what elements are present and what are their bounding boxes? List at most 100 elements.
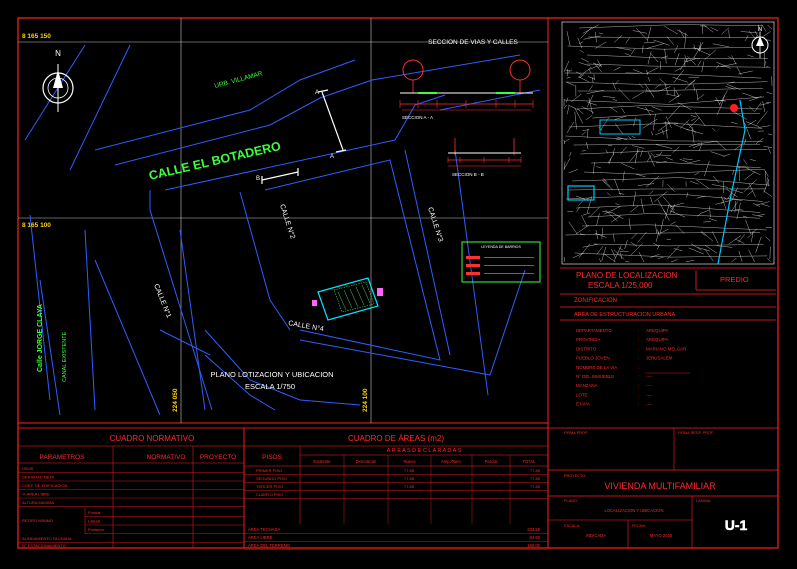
predio-marker-icon bbox=[730, 104, 738, 112]
normativo-row-label: DENSIDAD NETA bbox=[22, 475, 54, 480]
plano-label: PLANO: bbox=[564, 499, 578, 503]
zoning-block: ZONIFICACION AREA DE ESTRUCTURACION URBA… bbox=[560, 293, 776, 407]
areas-summary-value: 84.60 bbox=[530, 535, 541, 540]
zoning-row-label: NOMBRE DE LA VIA bbox=[576, 365, 617, 370]
zoning-row-sep: : bbox=[638, 328, 639, 333]
normativo-col-proj: PROYECTO bbox=[200, 454, 236, 461]
areas-col-header: TOTAL bbox=[522, 459, 536, 464]
lamina-label: LAMINA: bbox=[696, 499, 711, 503]
zoning-row-label: DISTRITO bbox=[576, 346, 597, 351]
areas-row-total: 77.85 bbox=[530, 484, 541, 489]
normativo-retiro-label: RETIRO MINIMO bbox=[22, 518, 53, 523]
title-block: FIRMA PROP. FIRMA RESP. PROF. PROYECTO: … bbox=[548, 427, 778, 548]
areas-summary-value: 160.00 bbox=[527, 543, 540, 548]
canal-label: CANAL EXISTENTE bbox=[62, 331, 68, 382]
normativo-row-label: % AREA LIBRE bbox=[22, 492, 50, 497]
coord-label-bottom-right: 224 100 bbox=[362, 388, 369, 412]
zoning-row-sep: : bbox=[638, 383, 639, 388]
zoning-row-label: PROVINCIA bbox=[576, 337, 600, 342]
firma-prop-label: FIRMA PROP. bbox=[564, 431, 588, 435]
location-north-label: N bbox=[758, 27, 762, 33]
proyecto-label: PROYECTO: bbox=[564, 474, 586, 478]
zoning-row-value: MARIANO MELGAR bbox=[646, 346, 686, 351]
zoning-row-sep: : bbox=[638, 374, 639, 379]
areas-summary-label: ÁREA TECHADA bbox=[248, 527, 280, 532]
normativo-row-label: ALTURA MAXIMA bbox=[22, 500, 54, 505]
zoning-row-value: ---- bbox=[646, 383, 652, 388]
normativo-title: CUADRO NORMATIVO bbox=[110, 434, 195, 443]
firma-resp-label: FIRMA RESP. PROF. bbox=[678, 431, 714, 435]
normativo-row-label: ALINEAMIENTO FACHADA bbox=[22, 536, 72, 541]
normativo-col-norm: NORMATIVO bbox=[147, 454, 186, 461]
normativo-retiro-sub: Lateral bbox=[88, 519, 100, 524]
normativo-row-label: COEF. DE EDIFICACION bbox=[22, 483, 67, 488]
normativo-col-param: PARAMETROS bbox=[39, 454, 85, 461]
zoning-row-value: ---- bbox=[646, 402, 652, 407]
zoning-subheading: AREA DE ESTRUCTURACION URBANA bbox=[574, 312, 675, 318]
street-label-jorge: Calle JORGE CLAYA bbox=[37, 304, 44, 372]
location-title: PLANO DE LOCALIZACION bbox=[576, 271, 678, 280]
north-arrow-icon bbox=[42, 64, 74, 112]
areas-col-header: Nueva bbox=[403, 459, 416, 464]
areas-title: CUADRO DE ÁREAS (m2) bbox=[348, 434, 444, 443]
zoning-row-label: ETAPA bbox=[576, 402, 590, 407]
normativo-retiro-sub: Frontal bbox=[88, 510, 101, 515]
areas-row-nueva: 77.85 bbox=[404, 468, 415, 473]
zoning-row-sep: : bbox=[638, 356, 639, 361]
section-b-label: SECCION B - B bbox=[452, 172, 484, 177]
zoning-row-sep: : bbox=[638, 337, 639, 342]
areas-row-total: 77.85 bbox=[530, 468, 541, 473]
section-a-label: SECCION A - A bbox=[402, 115, 433, 120]
lamina-value: U-1 bbox=[725, 517, 748, 533]
fecha-value: MAYO 2010 bbox=[650, 533, 673, 538]
predio-label: PREDIO bbox=[720, 275, 749, 284]
legend-title: LEYENDA DE BARRIOS bbox=[481, 245, 521, 249]
zoning-row-value: ---- bbox=[646, 374, 652, 379]
location-scale: ESCALA 1/25,000 bbox=[588, 281, 653, 290]
lot-predio bbox=[312, 277, 383, 321]
section-cut-lines bbox=[261, 89, 347, 184]
escala-value: INDICADA bbox=[586, 533, 606, 538]
zoning-row-value: ---- bbox=[646, 392, 652, 397]
cuadro-normativo: CUADRO NORMATIVO PARAMETROS NORMATIVO PR… bbox=[17, 427, 245, 549]
coordinate-grid bbox=[18, 18, 548, 423]
normativo-retiro-sub: Posterior bbox=[88, 527, 105, 532]
areas-summary-label: ÁREA LIBRE bbox=[248, 535, 273, 540]
zoning-row-sep: : bbox=[638, 402, 639, 407]
escala-label: ESCALA: bbox=[564, 524, 580, 528]
street-network bbox=[563, 24, 773, 263]
areas-col-header: Parcial bbox=[485, 459, 498, 464]
section-mark-b: B bbox=[256, 176, 260, 182]
areas-row-piso: CUARTO PISO bbox=[256, 492, 283, 497]
zoning-row-label: DEPARTAMENTO bbox=[576, 328, 612, 333]
location-map: N bbox=[561, 21, 775, 265]
section-a-drawing bbox=[399, 59, 534, 111]
zoning-row-label: PUEBLO JOVEN bbox=[576, 356, 610, 361]
cuadro-areas: CUADRO DE ÁREAS (m2) PISOS A R E A S D E… bbox=[243, 427, 549, 550]
zoning-row-sep: : bbox=[638, 346, 639, 351]
river-line bbox=[717, 99, 746, 265]
zoning-row-value: AREQUIPA bbox=[646, 328, 668, 333]
zoning-heading: ZONIFICACION bbox=[574, 298, 617, 304]
plan-scale: ESCALA 1/750 bbox=[245, 382, 295, 391]
zoning-row-sep: : bbox=[638, 392, 639, 397]
areas-col-pisos: PISOS bbox=[262, 454, 283, 461]
north-label: N bbox=[55, 49, 61, 58]
areas-row-piso: PRIMER PISO bbox=[256, 468, 282, 473]
areas-summary-value: 233.55 bbox=[527, 527, 540, 532]
coord-label-mid: 8 165 100 bbox=[22, 222, 51, 229]
street-blocks bbox=[24, 44, 541, 416]
section-mark-a-top: A bbox=[315, 90, 319, 96]
normativo-row-label: N° ESTACIONAMIENTO bbox=[22, 543, 66, 548]
areas-row-piso: TERCER PISO bbox=[256, 484, 283, 489]
areas-summary-label: ÁREA DEL TERRENO bbox=[248, 543, 291, 548]
plano-value: LOCALIZACION Y UBICACION bbox=[605, 508, 664, 513]
fecha-label: FECHA: bbox=[632, 524, 646, 528]
zoning-row-value: JERUSALEM bbox=[646, 356, 673, 361]
areas-col-header: Demolicion bbox=[356, 459, 377, 464]
coord-label-top: 8 165 150 bbox=[22, 33, 51, 40]
areas-col-header: Existente bbox=[313, 459, 331, 464]
areas-declared: A R E A S D E C L A R A D A S bbox=[387, 448, 462, 454]
sections-title: SECCION DE VIAS Y CALLES bbox=[428, 39, 518, 46]
